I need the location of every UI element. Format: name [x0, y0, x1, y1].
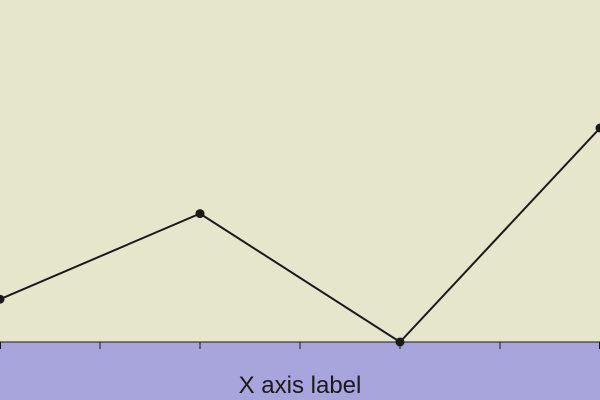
- plot-background: [0, 0, 600, 342]
- series-points: [0, 123, 600, 347]
- data-point-0: [0, 294, 5, 304]
- x-axis-label: X axis label: [239, 372, 362, 399]
- data-point-3: [595, 123, 600, 133]
- x-axis-band: [0, 342, 600, 400]
- data-point-1: [195, 209, 205, 219]
- series-line: [0, 127, 600, 344]
